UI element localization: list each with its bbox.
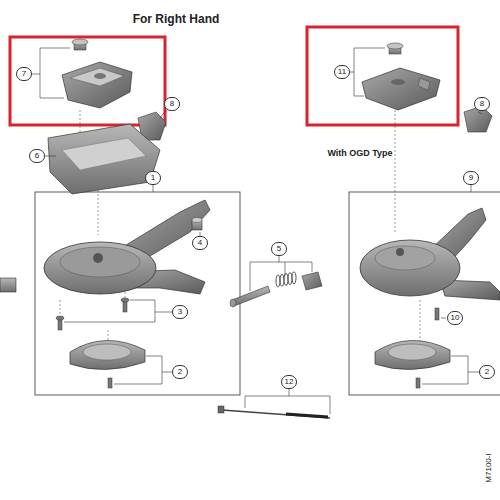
screw xyxy=(56,298,129,330)
callout-number: 9 xyxy=(463,171,479,185)
callout-number: 12 xyxy=(281,375,297,389)
bracket-part xyxy=(62,39,132,108)
group-frame xyxy=(35,192,240,395)
callout-number: 11 xyxy=(334,65,350,79)
adjuster-part xyxy=(0,278,16,292)
plate-part xyxy=(362,43,440,110)
shifter-unit xyxy=(44,200,210,294)
model-code: M7100-I xyxy=(484,453,493,482)
callout-number: 2 xyxy=(172,365,188,379)
cover-part xyxy=(48,124,160,194)
callout-number: 10 xyxy=(447,311,463,325)
callout-number: 6 xyxy=(29,149,45,163)
highlight-box xyxy=(307,27,458,125)
cable xyxy=(218,406,330,418)
callout-number: 1 xyxy=(145,171,161,185)
callout-number: 7 xyxy=(16,67,32,81)
callout-number: 8 xyxy=(164,97,180,111)
callout-number: 8 xyxy=(474,97,490,111)
heading: For Right Hand xyxy=(133,12,220,26)
variant-label: With OGD Type xyxy=(327,148,392,158)
group-frame xyxy=(349,192,500,395)
clamp-part xyxy=(375,340,450,388)
screw xyxy=(435,308,439,320)
callout-number: 3 xyxy=(172,305,188,319)
clamp-part xyxy=(70,340,145,388)
callout-number: 4 xyxy=(192,236,208,250)
assembly-line xyxy=(60,110,420,352)
rod-spring-part xyxy=(230,272,322,307)
shifter-unit xyxy=(360,208,500,300)
leader-line xyxy=(31,48,482,414)
highlight-box xyxy=(10,37,165,125)
callout-number: 2 xyxy=(479,365,495,379)
callout-number: 5 xyxy=(271,242,287,256)
